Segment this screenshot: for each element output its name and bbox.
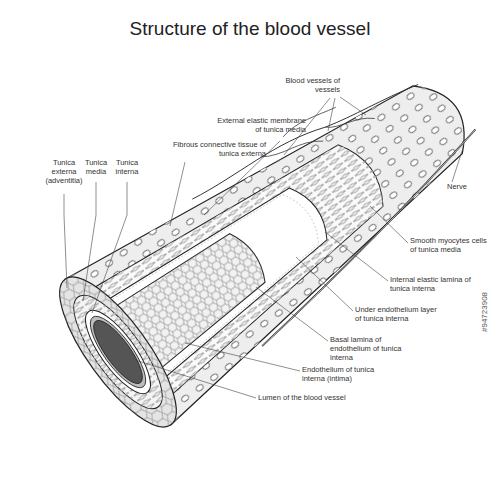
leader-line [452, 151, 462, 182]
externa-face [41, 262, 195, 443]
leader-line [340, 97, 366, 115]
part-label: Basal lamina of endothelium of tunica in… [330, 335, 420, 362]
part-label: Fibrous connective tissue of tunica exte… [154, 140, 266, 158]
part-label: Under endothelium layer of tunica intern… [355, 305, 440, 323]
media-face-texture [59, 283, 176, 420]
leader-line [135, 360, 256, 398]
vessel-tube [41, 32, 500, 442]
leader-line [256, 287, 328, 341]
diagram-title: Structure of the blood vessel [0, 18, 500, 40]
part-label: Endothelium of tunica interna (intima) [302, 365, 382, 383]
externa-texture [65, 34, 500, 425]
vasa-vasorum-branch [258, 86, 375, 186]
leader-line [92, 182, 127, 313]
leader-line [83, 182, 96, 301]
leader-line [325, 232, 388, 281]
myocyte-texture [78, 113, 411, 407]
part-label: Tunica interna [112, 158, 142, 176]
part-label: External elastic membrane of tunica medi… [214, 116, 306, 134]
part-label: Lumen of the blood vessel [258, 393, 368, 402]
part-label: Tunica media [82, 158, 110, 176]
leader-lines [64, 97, 462, 398]
part-label: Nerve [447, 182, 487, 191]
part-label: Internal elastic lamina of tunica intern… [390, 275, 475, 293]
lumen [86, 314, 150, 390]
leader-line [328, 98, 335, 131]
nerve-core [233, 129, 500, 346]
media-face [59, 283, 176, 420]
leader-line [185, 343, 300, 371]
part-label: Smooth myocytes cells of tunica media [410, 236, 492, 254]
leader-line [170, 162, 185, 226]
interna-face [75, 302, 161, 403]
basal-lamina-face [81, 309, 154, 395]
externa-face-texture [41, 262, 195, 443]
part-label: Blood vessels of vessels [270, 76, 340, 94]
nerve [233, 129, 500, 346]
tunica-externa [65, 34, 500, 425]
part-label: Tunica externa (adventitia) [40, 158, 88, 185]
leader-line [64, 194, 67, 288]
leader-line [296, 257, 353, 311]
tunica-media [78, 113, 411, 407]
watermark: #94723908 [480, 292, 490, 332]
leader-line [370, 206, 408, 243]
